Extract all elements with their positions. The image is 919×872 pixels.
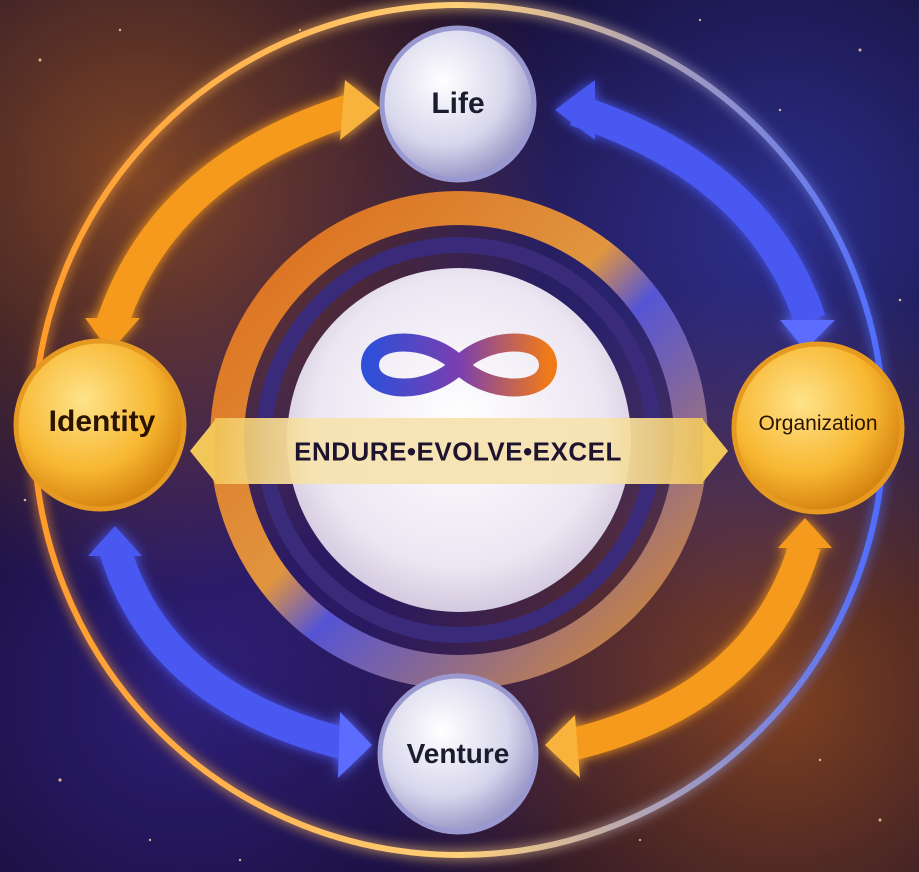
motto-band bbox=[215, 418, 703, 484]
arrow-venture-to-identity bbox=[99, 545, 354, 761]
arrow-identity-to-life-tail bbox=[85, 318, 140, 352]
arrow-life-to-organization bbox=[570, 94, 826, 326]
band-arrow-left bbox=[190, 420, 215, 482]
arrow-organization-to-venture-tail bbox=[778, 518, 832, 548]
arrow-identity-to-life-head bbox=[340, 80, 380, 140]
arrow-venture-to-identity-head bbox=[338, 712, 372, 778]
node-identity bbox=[13, 338, 187, 512]
star-field bbox=[23, 18, 902, 862]
arrow-venture-to-identity-tail bbox=[88, 526, 142, 556]
arrow-life-to-organization-tail bbox=[555, 80, 595, 140]
node-identity-label: Identity bbox=[48, 405, 156, 438]
node-life-label: Life bbox=[431, 87, 485, 120]
arrow-organization-to-venture-head bbox=[545, 715, 580, 778]
band-arrow-right bbox=[703, 420, 728, 482]
node-venture bbox=[377, 673, 539, 835]
cycle-arrows bbox=[85, 80, 835, 778]
node-life bbox=[379, 25, 537, 183]
infinity-icon bbox=[361, 333, 557, 397]
node-venture-label: Venture bbox=[406, 738, 510, 769]
node-organization bbox=[731, 341, 905, 515]
arrow-organization-to-venture bbox=[566, 540, 821, 761]
arrow-life-to-organization-head bbox=[780, 320, 835, 350]
node-organization-label: Organization bbox=[758, 412, 878, 435]
motto-text: ENDURE•EVOLVE•EXCEL bbox=[294, 436, 622, 467]
arrow-identity-to-life bbox=[94, 94, 355, 335]
